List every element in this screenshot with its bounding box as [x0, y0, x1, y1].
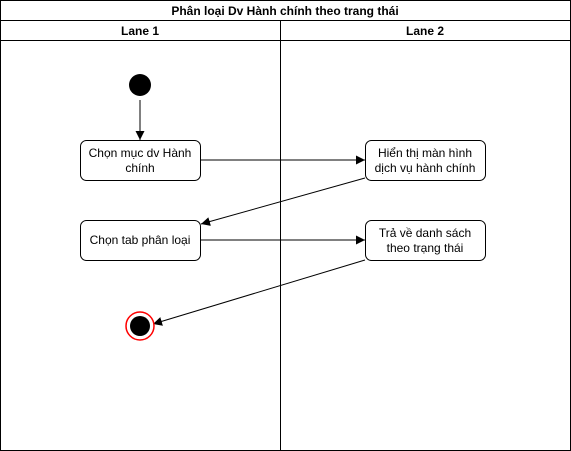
action-choose-tab-line-1: Chọn tab phân loại: [90, 233, 191, 247]
action-show-service-screen: Hiển thị màn hình dịch vụ hành chính: [365, 140, 486, 181]
lane-2-label: Lane 2: [406, 24, 444, 38]
final-node: [125, 311, 155, 341]
action-show-screen-line-2: dịch vụ hành chính: [375, 161, 476, 175]
diagram-title: Phân loại Dv Hành chính theo trang thái: [171, 4, 398, 18]
action-return-list-by-status: Trả về danh sách theo trạng thái: [365, 220, 486, 261]
edge-return-list-to-end: [152, 259, 366, 326]
lane-1-label: Lane 1: [121, 24, 159, 38]
action-choose-classification-tab: Chọn tab phân loại: [80, 220, 201, 261]
action-return-list-line-1: Trả về danh sách: [379, 226, 471, 240]
action-return-list-line-2: theo trạng thái: [387, 241, 464, 255]
action-choose-service-menu: Chọn mục dv Hành chính: [80, 140, 201, 181]
action-choose-service-line-2: chính: [125, 161, 154, 175]
initial-node: [129, 74, 151, 96]
action-show-screen-line-1: Hiển thị màn hình: [378, 146, 472, 160]
edge-show-screen-to-choose-tab: [200, 177, 366, 226]
action-choose-service-line-1: Chọn mục dv Hành: [89, 146, 192, 160]
